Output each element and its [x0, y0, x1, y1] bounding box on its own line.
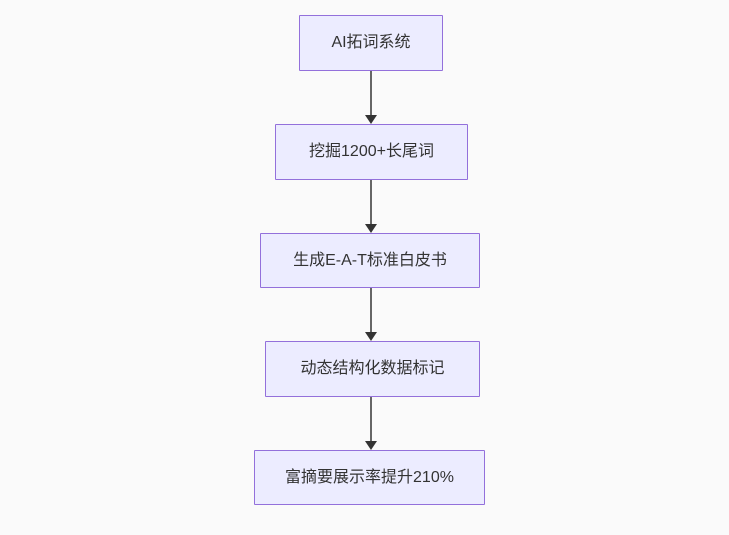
flow-edge-2	[365, 180, 377, 233]
edge-line	[370, 180, 372, 224]
flow-node-structured-data: 动态结构化数据标记	[265, 341, 480, 397]
flow-node-eat-whitepaper: 生成E-A-T标准白皮书	[260, 233, 480, 288]
flow-edge-3	[365, 288, 377, 341]
flow-node-rich-snippet-result: 富摘要展示率提升210%	[254, 450, 485, 505]
edge-line	[370, 71, 372, 115]
flow-edge-1	[365, 71, 377, 124]
flow-node-label: 动态结构化数据标记	[300, 360, 445, 378]
flow-node-label: 富摘要展示率提升210%	[285, 468, 454, 486]
flow-edge-4	[365, 397, 377, 450]
arrow-down-icon	[365, 441, 377, 450]
edge-line	[370, 288, 372, 332]
flow-node-label: 挖掘1200+长尾词	[309, 143, 434, 161]
arrow-down-icon	[365, 332, 377, 341]
flow-node-longtail-mining: 挖掘1200+长尾词	[275, 124, 468, 180]
edge-line	[370, 397, 372, 441]
flow-node-ai-word-system: AI拓词系统	[299, 15, 443, 71]
flow-node-label: 生成E-A-T标准白皮书	[293, 251, 447, 269]
arrow-down-icon	[365, 224, 377, 233]
flow-node-label: AI拓词系统	[331, 34, 411, 52]
arrow-down-icon	[365, 115, 377, 124]
